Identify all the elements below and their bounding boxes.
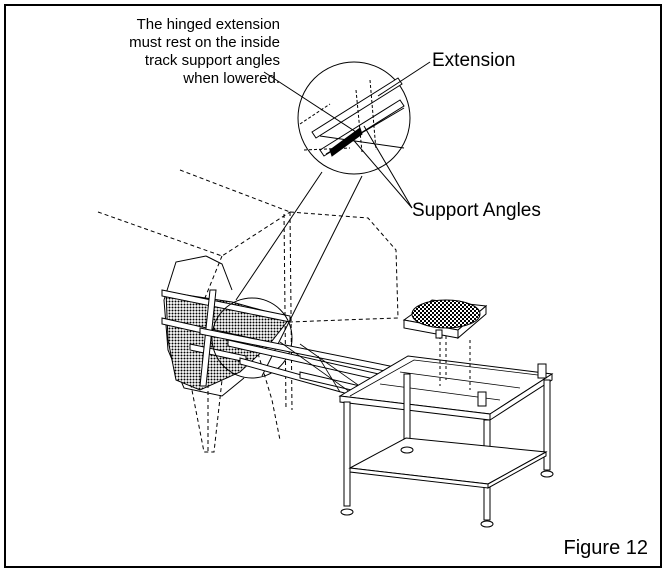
- turntable: [402, 299, 488, 340]
- turntable-stand: [338, 355, 554, 528]
- extension-label: Extension: [432, 50, 516, 71]
- callout-note: The hinged extension must rest on the in…: [40, 16, 280, 88]
- note-line-3: track support angles: [144, 52, 280, 69]
- lift-side-outline: [163, 255, 245, 397]
- turntable-drop-lines: [439, 330, 471, 390]
- detail-circle: [297, 61, 411, 175]
- note-line-4: when lowered.: [183, 70, 280, 87]
- zoom-source-circle: [211, 297, 293, 379]
- track-beam-cross: [279, 341, 369, 393]
- support-angles-label: Support Angles: [412, 200, 541, 221]
- note-line-2: must rest on the inside: [129, 34, 280, 51]
- figure-label: Figure 12: [563, 537, 649, 559]
- callout-leaders: [263, 61, 431, 209]
- note-line-1: The hinged extension: [136, 16, 280, 33]
